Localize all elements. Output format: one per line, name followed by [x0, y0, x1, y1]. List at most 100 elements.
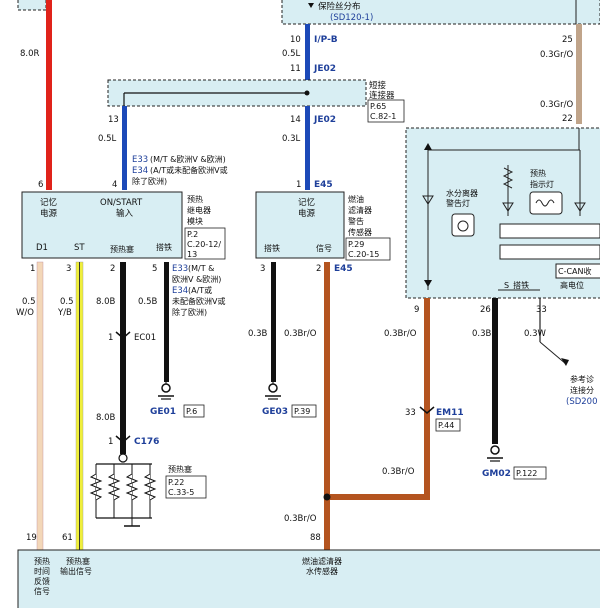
relay-d1: D1: [36, 243, 48, 253]
ecu-fb-3: 反馈: [34, 576, 50, 586]
fuse-ref: (SD120-1): [330, 13, 373, 23]
splice-node: [323, 493, 331, 501]
note-e33-text: (M/T &欧洲V &欧洲): [150, 154, 226, 164]
em11-ref-box: [435, 418, 461, 432]
filter-pin-3: 3: [260, 264, 265, 274]
relay-on-1: ON/START: [100, 198, 143, 208]
note-e33-b: E33: [172, 264, 188, 274]
wire-0-3w-label: 0.3W: [524, 329, 547, 339]
top-left-panel: [17, 0, 47, 11]
wire-cluster-gnd: [492, 298, 498, 444]
relay-pin-6: 6: [38, 180, 43, 190]
led-icon-1: [422, 195, 434, 205]
note-e34-text: (A/T或未配备欧洲V或: [150, 165, 228, 175]
filter-name-1: 燃油: [348, 194, 364, 204]
note-e34-b-2: 未配备欧洲V或: [172, 296, 225, 306]
cluster-bar-2: [499, 244, 600, 260]
note-e34-b-1: (A/T或: [188, 285, 212, 295]
wire-bro-vertical: [324, 262, 330, 550]
filter-name-3: 警告: [348, 216, 364, 226]
ccan-label: C-CAN收: [558, 266, 592, 276]
relay-ref-3: 13: [187, 250, 197, 259]
glow-plug-resistors: [89, 464, 157, 518]
pin-25: 25: [562, 35, 573, 45]
em11-chevron-icon: [419, 406, 435, 414]
wire-label-8-0r: 8.0R: [20, 49, 40, 59]
wire-label-0-3l: 0.3L: [282, 134, 301, 144]
drop-icon: [457, 220, 469, 232]
wire-bro-b: 0.3Br/O: [384, 329, 417, 339]
pre-lamp-1: 预热: [530, 168, 546, 178]
glow-plug-ref-2: C.33-5: [168, 488, 194, 497]
relay-pin-3: 3: [66, 264, 71, 274]
wire-0-5b: [164, 262, 169, 382]
filter-mem-2: 电源: [298, 208, 316, 219]
wire-wo-1: 0.5: [22, 297, 36, 307]
glow-indicator-icon: [529, 191, 563, 215]
relay-ref-box: [184, 227, 226, 260]
wire-blue-top: [305, 24, 310, 80]
wire-blue-filter: [305, 106, 310, 190]
wire-8-0b-1: 8.0B: [96, 297, 116, 307]
arrow-ref-icon: [561, 358, 569, 366]
conn-ipb: I/P-B: [314, 35, 338, 45]
wire-label-0-5l-top: 0.5L: [282, 49, 301, 59]
pre-lamp-2: 指示灯: [530, 179, 554, 189]
wire-0-5b-label: 0.5B: [138, 297, 158, 307]
note-e33-b-2: 欧洲V &欧洲): [172, 274, 221, 284]
glow-plug-ref-box: [165, 475, 207, 499]
cluster-pin-9: 9: [414, 305, 419, 315]
gm02-label: GM02: [482, 469, 511, 479]
wire-label-0-3gro-b: 0.3Gr/O: [540, 100, 573, 110]
relay-pin-1: 1: [30, 264, 35, 274]
ge03-label: GE03: [262, 407, 288, 417]
ecu-out-1: 预热塞: [66, 556, 90, 566]
coil-icon: [535, 199, 555, 207]
ref-diag-2: 连接分: [570, 385, 594, 395]
wire-label-0-3gro-a: 0.3Gr/O: [540, 50, 573, 60]
relay-name-1: 预热: [187, 194, 203, 204]
relay-name-3: 模块: [187, 216, 203, 226]
filter-pin-2: 2: [316, 264, 321, 274]
relay-ref-2: C.20-12/: [187, 240, 221, 249]
water-warning-icon: [451, 213, 475, 237]
cluster-pin-33: 33: [536, 305, 547, 315]
filter-ref-2: C.20-15: [348, 250, 379, 259]
ge03-ref-box: [291, 404, 317, 418]
fuse-arrow-icon: [308, 3, 314, 8]
arrow-down-icon: [424, 280, 432, 287]
cluster-pin-26: 26: [480, 305, 491, 315]
cluster-bar-1: [499, 223, 600, 239]
water-sep-2: 警告灯: [446, 198, 470, 208]
ec01-pin: 1: [108, 333, 113, 343]
wire-blue-relay: [122, 106, 127, 190]
pin-11: 11: [290, 64, 301, 74]
conn-je02-bottom: JE02: [313, 115, 336, 125]
filter-pin-1: 1: [296, 180, 301, 190]
ground-icon-gm02: [490, 445, 500, 455]
filter-ref-box: [345, 237, 391, 261]
ge03-ref: P.39: [294, 407, 310, 416]
glow-bus-node: [118, 453, 128, 463]
resistor-icon-1: [502, 167, 514, 189]
ecu-pin-61: 61: [62, 533, 73, 543]
filter-gnd: 搭铁: [264, 243, 280, 253]
relay-glow: 预热塞: [110, 244, 134, 254]
wire-filter-gnd: [271, 262, 276, 382]
relay-name-2: 继电器: [187, 205, 211, 215]
ecu-module: [17, 549, 600, 608]
joint-ref-2: C.82-1: [370, 112, 396, 121]
wire-tan: [576, 24, 582, 124]
ge01-label: GE01: [150, 407, 176, 417]
pin-13: 13: [108, 115, 119, 125]
fuse-label: 保险丝分布: [318, 1, 361, 12]
joint-ref-box: [367, 99, 405, 123]
filter-mem-1: 记忆: [298, 197, 316, 208]
gm02-ref-box: [513, 466, 547, 480]
conn-e45-top: E45: [314, 180, 333, 190]
water-sep-1: 水分离器: [446, 188, 478, 198]
ccan-box: [555, 263, 600, 279]
ge01-ref: P.6: [186, 407, 197, 416]
note-e33-b-1: (M/T &: [188, 264, 214, 273]
